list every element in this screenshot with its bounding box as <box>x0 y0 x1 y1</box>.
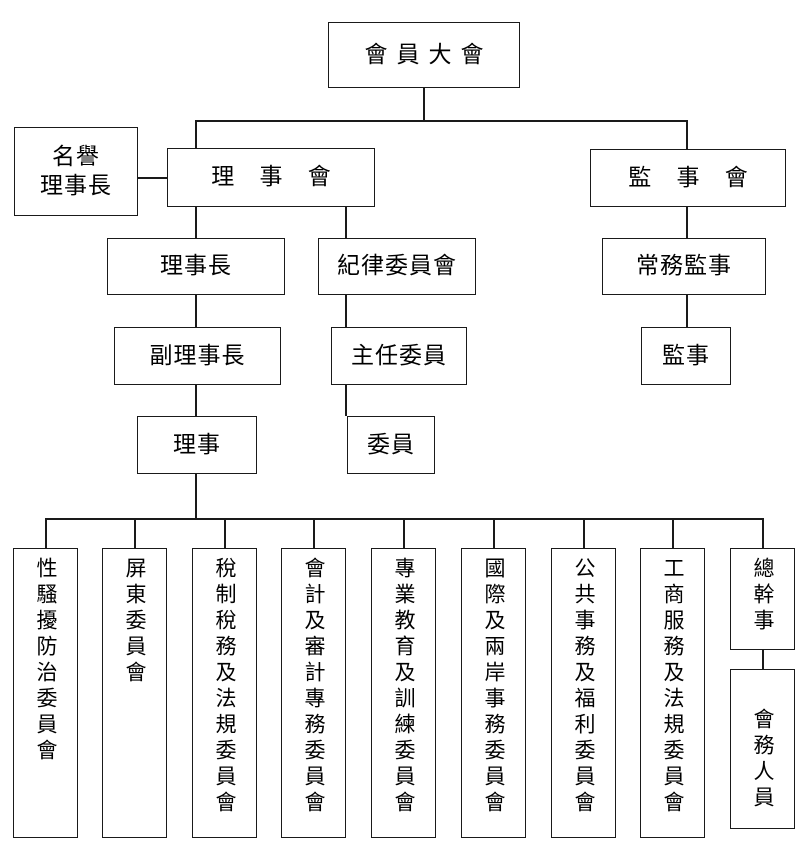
node-committee-label: 工商服務及法規委員會 <box>661 557 685 817</box>
node-committee-label: 稅制稅務及法規委員會 <box>213 557 237 817</box>
node-committee-label: 專業教育及訓練委員會 <box>392 557 416 817</box>
connector-bus-to-supervisory <box>686 120 688 150</box>
node-supervisory-board-label: 監 事 會 <box>628 164 757 191</box>
node-chief-committee-member-label: 主任委員 <box>351 342 447 369</box>
node-standing-supervisor-label: 常務監事 <box>636 253 732 280</box>
connector-bus-drop-9 <box>762 518 764 548</box>
connector-bus-drop-3 <box>224 518 226 548</box>
node-committee-label: 屏東委員會 <box>123 557 147 687</box>
node-board-of-directors-label: 理 事 會 <box>211 164 340 191</box>
node-discipline-committee-label: 紀律委員會 <box>337 253 457 280</box>
connector-vice-to-director <box>195 384 197 416</box>
connector-board-to-chairman <box>195 207 197 239</box>
node-director[interactable]: 理事 <box>137 416 257 474</box>
node-supervisory-board[interactable]: 監 事 會 <box>590 149 786 207</box>
connector-bus-drop-7 <box>583 518 585 548</box>
node-committee-label: 會計及審計專務委員會 <box>302 557 326 817</box>
node-committee-professional-education-training[interactable]: 專業教育及訓練委員會 <box>371 548 436 838</box>
node-general-assembly-label: 會員大會 <box>364 41 493 68</box>
node-committee-label: 國際及兩岸事務委員會 <box>482 557 506 817</box>
node-committee-accounting-and-audit[interactable]: 會計及審計專務委員會 <box>281 548 346 838</box>
node-committee-pingtung[interactable]: 屏東委員會 <box>102 548 167 838</box>
connector-chief-to-member <box>345 384 347 416</box>
node-committee-tax-system-and-regulation[interactable]: 稅制稅務及法規委員會 <box>192 548 257 838</box>
node-committee-commerce-service-and-regulation[interactable]: 工商服務及法規委員會 <box>640 548 705 838</box>
node-discipline-committee[interactable]: 紀律委員會 <box>318 238 476 295</box>
connector-bus-drop-8 <box>672 518 674 548</box>
connector-standing-to-supervisor <box>686 295 688 327</box>
connector-board-to-discipline <box>345 207 347 239</box>
connector-bus-drop-2 <box>134 518 136 548</box>
node-vice-chairman[interactable]: 副理事長 <box>114 327 281 385</box>
node-committee-sexual-harassment-prevention[interactable]: 性騷擾防治委員會 <box>13 548 78 838</box>
node-director-label: 理事 <box>173 431 221 458</box>
connector-secretary-to-staff <box>762 650 764 670</box>
connector-honorary-to-board <box>137 177 169 179</box>
node-vice-chairman-label: 副理事長 <box>149 342 246 369</box>
node-committee-member[interactable]: 委員 <box>347 416 435 474</box>
node-honorary-chairman-label: 名譽 理事長 <box>40 143 112 199</box>
connector-director-down <box>195 473 197 519</box>
connector-assembly-down <box>423 88 425 121</box>
node-honorary-chairman[interactable]: 名譽 理事長 <box>14 127 138 216</box>
connector-bus-drop-4 <box>313 518 315 548</box>
node-general-assembly[interactable]: 會員大會 <box>328 22 520 88</box>
node-committee-label: 性騷擾防治委員會 <box>34 557 58 765</box>
node-chief-committee-member[interactable]: 主任委員 <box>331 327 467 385</box>
node-office-staff[interactable]: 會務人員 <box>730 669 795 829</box>
node-board-of-directors[interactable]: 理 事 會 <box>167 148 375 207</box>
connector-committee-bus <box>45 518 764 520</box>
connector-assembly-bus <box>195 120 687 122</box>
connector-bus-drop-1 <box>45 518 47 548</box>
connector-bus-drop-5 <box>403 518 405 548</box>
connector-bus-drop-6 <box>493 518 495 548</box>
node-chairman[interactable]: 理事長 <box>107 238 285 295</box>
node-supervisor-label: 監事 <box>662 342 710 369</box>
node-secretary-general-label: 總幹事 <box>751 557 775 635</box>
node-standing-supervisor[interactable]: 常務監事 <box>602 238 766 295</box>
node-committee-international-and-cross-strait[interactable]: 國際及兩岸事務委員會 <box>461 548 526 838</box>
connector-bus-to-board <box>195 120 197 148</box>
node-office-staff-label: 會務人員 <box>751 708 775 812</box>
node-committee-member-label: 委員 <box>367 431 415 458</box>
node-committee-label: 公共事務及福利委員會 <box>572 557 596 817</box>
connector-discipline-to-chief <box>345 295 347 327</box>
connector-chairman-to-vice <box>195 295 197 327</box>
node-supervisor[interactable]: 監事 <box>641 327 731 385</box>
node-committee-public-affairs-and-welfare[interactable]: 公共事務及福利委員會 <box>551 548 616 838</box>
node-secretary-general[interactable]: 總幹事 <box>730 548 795 650</box>
connector-supervisory-to-standing <box>686 207 688 239</box>
node-chairman-label: 理事長 <box>160 253 232 280</box>
